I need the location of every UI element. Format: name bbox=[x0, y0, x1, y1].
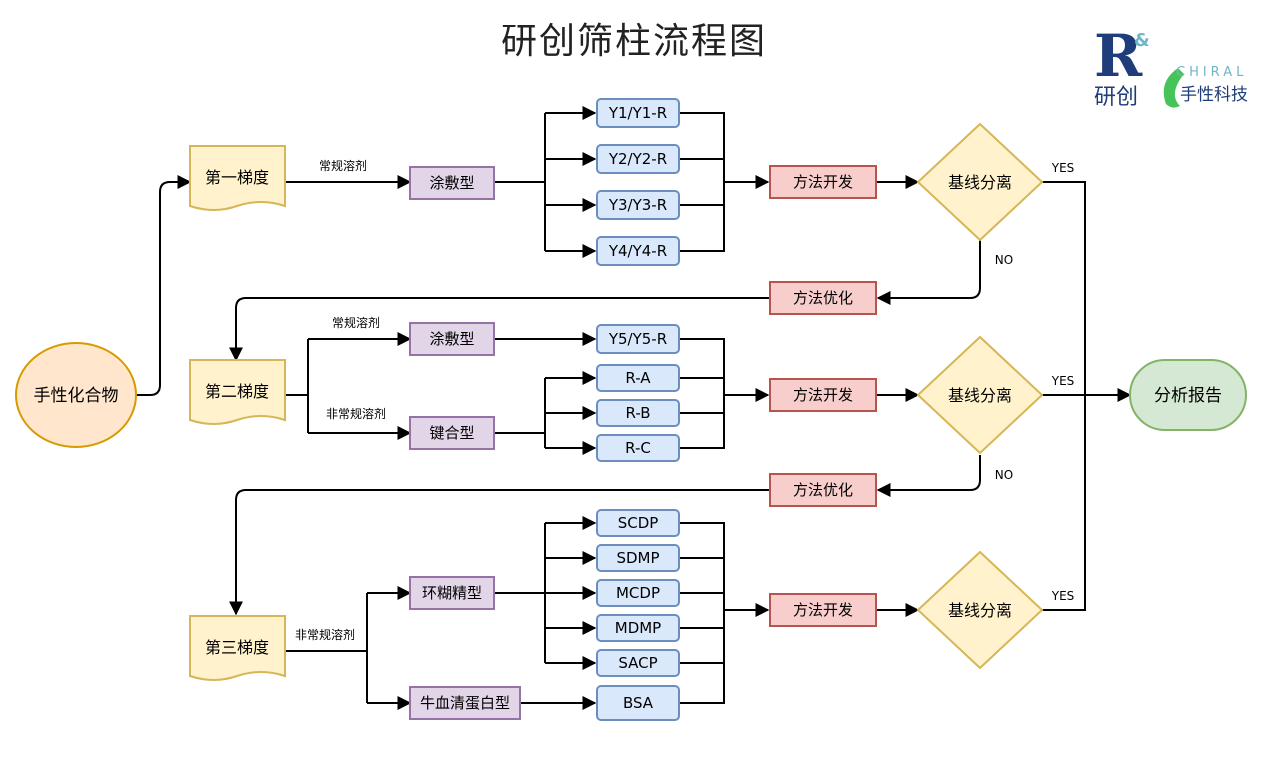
edge-opt1-to-gradient2 bbox=[229, 297, 770, 362]
label-yes-2: YES bbox=[1051, 374, 1075, 388]
label-no-1: NO bbox=[995, 253, 1013, 267]
svg-text:键合型: 键合型 bbox=[429, 424, 474, 442]
method-dev-3: 方法开发 bbox=[769, 593, 877, 627]
type-cyclodextrin: 环糊精型 bbox=[409, 576, 495, 610]
label-yes-1: YES bbox=[1051, 161, 1075, 175]
diagram-title: 研创筛柱流程图 bbox=[500, 21, 767, 62]
column-box: R-C bbox=[596, 434, 680, 462]
svg-text:基线分离: 基线分离 bbox=[948, 601, 1012, 620]
logo-brand-left: 研创 bbox=[1094, 85, 1138, 110]
method-dev-1: 方法开发 bbox=[769, 165, 877, 199]
svg-text:方法开发: 方法开发 bbox=[793, 601, 853, 619]
svg-text:分析报告: 分析报告 bbox=[1154, 386, 1222, 406]
label-conventional-2: 常规溶剂 bbox=[332, 315, 380, 330]
column-box: R-B bbox=[596, 399, 680, 427]
label-no-2: NO bbox=[995, 468, 1013, 482]
edge-opt2-to-gradient3 bbox=[229, 489, 770, 616]
svg-text:涂敷型: 涂敷型 bbox=[429, 330, 474, 348]
logo-c-swoosh bbox=[1163, 68, 1184, 108]
column-box: Y3/Y3-R bbox=[596, 190, 680, 220]
decision-2: 基线分离 bbox=[916, 335, 1044, 455]
svg-text:环糊精型: 环糊精型 bbox=[422, 584, 482, 602]
company-logo: R & CHIRAL 研创 手性科技 bbox=[1094, 22, 1248, 110]
label-nonconventional-2: 非常规溶剂 bbox=[326, 406, 386, 421]
svg-text:R-C: R-C bbox=[625, 439, 651, 457]
logo-chiral-text: CHIRAL bbox=[1176, 65, 1247, 80]
label-conventional-1: 常规溶剂 bbox=[319, 158, 367, 173]
column-box: MDMP bbox=[596, 614, 680, 642]
column-box: MCDP bbox=[596, 579, 680, 607]
end-node: 分析报告 bbox=[1129, 359, 1247, 431]
svg-text:基线分离: 基线分离 bbox=[948, 386, 1012, 405]
gradient-3: 第三梯度 bbox=[189, 615, 286, 681]
columns-group-2: Y5/Y5-R R-A R-B R-C bbox=[596, 324, 680, 462]
label-nonconventional-3: 非常规溶剂 bbox=[295, 627, 355, 642]
svg-text:SACP: SACP bbox=[618, 654, 657, 672]
connectors bbox=[136, 106, 1132, 710]
svg-text:方法优化: 方法优化 bbox=[793, 481, 853, 499]
edge-decision1-no bbox=[876, 240, 981, 305]
column-box: Y4/Y4-R bbox=[596, 236, 680, 266]
svg-text:Y2/Y2-R: Y2/Y2-R bbox=[608, 150, 667, 168]
type-bsa: 牛血清蛋白型 bbox=[409, 686, 521, 720]
column-box: SDMP bbox=[596, 544, 680, 572]
svg-text:方法优化: 方法优化 bbox=[793, 289, 853, 307]
svg-text:牛血清蛋白型: 牛血清蛋白型 bbox=[420, 694, 510, 712]
svg-text:第一梯度: 第一梯度 bbox=[205, 168, 269, 187]
gradient-1: 第一梯度 bbox=[189, 145, 286, 211]
edge-start-to-gradient1 bbox=[136, 175, 192, 396]
edge-decision3-yes bbox=[1042, 395, 1086, 611]
edge-decision2-no bbox=[876, 455, 981, 497]
gradient-2: 第二梯度 bbox=[189, 359, 286, 425]
svg-text:SDMP: SDMP bbox=[616, 549, 659, 567]
nodes: 手性化合物 分析报告 第一梯度 第二梯度 第三梯度 涂敷型 涂敷型 bbox=[15, 98, 1247, 721]
svg-text:R-A: R-A bbox=[625, 369, 651, 387]
svg-text:Y4/Y4-R: Y4/Y4-R bbox=[608, 242, 667, 260]
svg-text:第二梯度: 第二梯度 bbox=[205, 382, 269, 401]
column-box: SCDP bbox=[596, 509, 680, 537]
edge-labels: 常规溶剂 常规溶剂 非常规溶剂 非常规溶剂 YES YES YES NO NO bbox=[295, 158, 1074, 642]
logo-mark-r: R bbox=[1094, 22, 1143, 90]
method-dev-2: 方法开发 bbox=[769, 378, 877, 412]
svg-text:手性化合物: 手性化合物 bbox=[34, 386, 119, 406]
decision-3: 基线分离 bbox=[916, 550, 1044, 670]
column-box: R-A bbox=[596, 364, 680, 392]
column-box: SACP bbox=[596, 649, 680, 677]
logo-amp: & bbox=[1134, 30, 1150, 51]
column-box: BSA bbox=[596, 685, 680, 721]
type-bonded: 键合型 bbox=[409, 416, 495, 450]
method-opt-1: 方法优化 bbox=[769, 281, 877, 315]
column-box: Y2/Y2-R bbox=[596, 144, 680, 174]
svg-text:第三梯度: 第三梯度 bbox=[205, 638, 269, 657]
logo-brand-right: 手性科技 bbox=[1180, 85, 1248, 105]
edge-decision1-yes bbox=[1042, 181, 1086, 395]
svg-text:涂敷型: 涂敷型 bbox=[429, 174, 474, 192]
svg-text:Y5/Y5-R: Y5/Y5-R bbox=[608, 330, 667, 348]
svg-text:SCDP: SCDP bbox=[618, 514, 659, 532]
column-box: Y5/Y5-R bbox=[596, 324, 680, 354]
svg-text:Y3/Y3-R: Y3/Y3-R bbox=[608, 196, 667, 214]
svg-text:MCDP: MCDP bbox=[616, 584, 660, 602]
svg-text:BSA: BSA bbox=[623, 694, 654, 712]
columns-group-3: SCDP SDMP MCDP MDMP SACP BSA bbox=[596, 509, 680, 721]
columns-group-1: Y1/Y1-R Y2/Y2-R Y3/Y3-R Y4/Y4-R bbox=[596, 98, 680, 266]
decision-1: 基线分离 bbox=[916, 122, 1044, 242]
type-coated-2: 涂敷型 bbox=[409, 322, 495, 356]
svg-text:基线分离: 基线分离 bbox=[948, 173, 1012, 192]
svg-text:方法开发: 方法开发 bbox=[793, 173, 853, 191]
type-coated-1: 涂敷型 bbox=[409, 166, 495, 200]
method-opt-2: 方法优化 bbox=[769, 473, 877, 507]
svg-text:R-B: R-B bbox=[626, 404, 651, 422]
column-box: Y1/Y1-R bbox=[596, 98, 680, 128]
svg-text:MDMP: MDMP bbox=[615, 619, 661, 637]
label-yes-3: YES bbox=[1051, 589, 1075, 603]
svg-text:方法开发: 方法开发 bbox=[793, 386, 853, 404]
start-node: 手性化合物 bbox=[15, 342, 137, 448]
svg-text:Y1/Y1-R: Y1/Y1-R bbox=[608, 104, 667, 122]
